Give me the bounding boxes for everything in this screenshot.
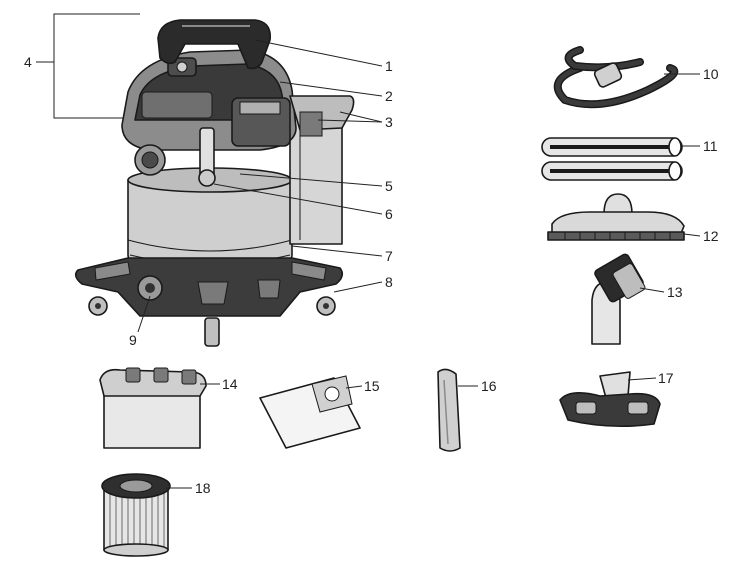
callout-11: 11: [703, 138, 718, 154]
callout-5: 5: [385, 178, 393, 194]
callout-3: 3: [385, 114, 393, 130]
callout-6: 6: [385, 206, 393, 222]
car-nozzle-illustration: [559, 371, 661, 428]
cartridge-filter-illustration: [101, 473, 171, 557]
callout-16: 16: [481, 378, 497, 394]
callout-10: 10: [703, 66, 719, 82]
extension-wands-illustration: [541, 137, 683, 181]
callout-labels: 1 2 3 4 5 6 7 8 9 10 11 12 13 14 15 16 1…: [24, 54, 719, 496]
callout-4: 4: [24, 54, 32, 70]
callout-7: 7: [385, 248, 393, 264]
callout-8: 8: [385, 274, 393, 290]
shop-vacuum-illustration: [74, 19, 355, 347]
callout-9: 9: [129, 332, 137, 348]
leader-lines: [36, 13, 701, 489]
callout-17: 17: [658, 370, 674, 386]
callout-14: 14: [222, 376, 238, 392]
callout-12: 12: [703, 228, 719, 244]
callout-13: 13: [667, 284, 683, 300]
hose-illustration: [553, 46, 679, 109]
floor-nozzle-illustration: [547, 193, 685, 241]
crevice-tool-illustration: [437, 368, 461, 452]
callout-18: 18: [195, 480, 211, 496]
dusting-brush-illustration: [591, 253, 646, 345]
callout-2: 2: [385, 88, 393, 104]
filter-bag-illustration: [259, 375, 361, 449]
callout-1: 1: [385, 58, 393, 74]
callout-15: 15: [364, 378, 380, 394]
filter-cage-illustration: [99, 367, 207, 449]
